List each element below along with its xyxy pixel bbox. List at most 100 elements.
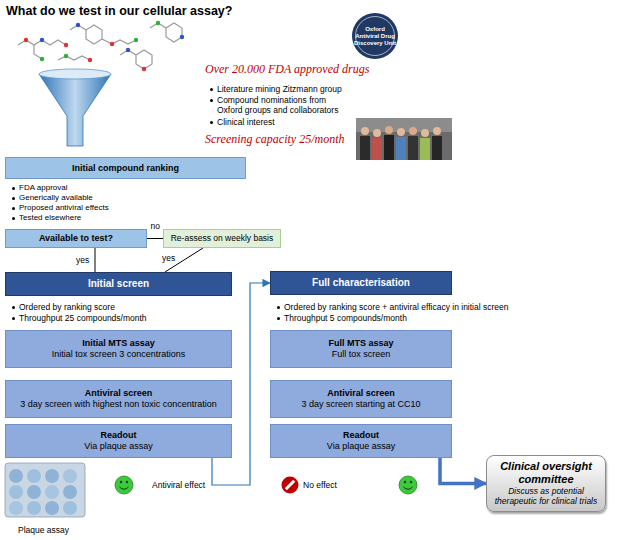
- box-heading: Initial compound ranking: [72, 163, 179, 174]
- art-shape: [180, 35, 184, 39]
- connector: [147, 238, 163, 239]
- label-text: Clinical interest: [217, 117, 275, 127]
- art-shape: [45, 501, 59, 515]
- team-photo: [356, 118, 452, 160]
- bullet-dot: [12, 197, 15, 200]
- art-shape: [356, 118, 452, 160]
- bullet-item: Tested elsewhere: [10, 213, 240, 223]
- ranking-box: Initial compound ranking: [5, 157, 246, 179]
- art-shape: [9, 485, 23, 499]
- smiley-icon: [115, 476, 133, 494]
- art-shape: [63, 501, 77, 515]
- art-shape: [120, 50, 152, 69]
- label-text: Literature mining Zitzmann group: [217, 84, 342, 94]
- art-shape: [64, 54, 68, 58]
- box-heading: Readout: [343, 430, 379, 441]
- bullet-item: Compound nominations from Oxford groups …: [208, 95, 350, 115]
- label-text: FDA approval: [19, 183, 67, 192]
- label-text: Compound nominations from Oxford groups …: [217, 95, 338, 115]
- box-heading: Initial screen: [88, 278, 149, 290]
- label-text: Proposed antiviral effects: [19, 203, 109, 212]
- box-heading: Available to test?: [39, 233, 113, 244]
- committee-box: Clinical oversight committeeDiscuss as p…: [486, 455, 606, 512]
- bullet-dot: [210, 88, 213, 91]
- art-shape: [396, 137, 406, 160]
- art-shape: [110, 42, 114, 46]
- bullet-item: Clinical interest: [208, 117, 350, 127]
- art-shape: [34, 45, 42, 59]
- bullet-item: Throughput 25 compounds/month: [10, 313, 235, 323]
- box-body: 3 day screen with highest non toxic conc…: [20, 399, 217, 410]
- box-body: Via plaque assay: [84, 441, 152, 452]
- status-label: No effect: [303, 480, 383, 490]
- label-text: Screening capacity 25/month: [205, 132, 345, 146]
- label-text: Plaque assay: [18, 525, 69, 535]
- art-shape: [5, 463, 85, 517]
- image-caption: Plaque assay: [18, 525, 98, 535]
- box-body: 3 day screen starting at CC10: [301, 399, 420, 410]
- connector: [440, 458, 486, 483]
- smiley-icon: [399, 476, 417, 494]
- bullet-item: Literature mining Zitzmann group: [208, 84, 350, 94]
- art-shape: [352, 13, 398, 59]
- process-box: Initial MTS assayInitial tox screen 3 co…: [5, 330, 232, 368]
- art-shape: [433, 127, 441, 135]
- process-box: ReadoutVia plaque assay: [270, 424, 452, 458]
- art-shape: [40, 57, 44, 61]
- art-shape: [63, 469, 77, 483]
- reassess-box: Re-assess on weekly basis: [163, 229, 281, 248]
- art-shape: [373, 129, 381, 137]
- no-effect-icon: [282, 477, 299, 494]
- art-shape: [120, 481, 122, 483]
- bullet-item: Generically available: [10, 193, 240, 203]
- art-shape: [58, 56, 90, 60]
- label-text: Throughput 5 compounds/month: [284, 313, 407, 323]
- funnel-icon: [39, 69, 111, 146]
- art-shape: [27, 501, 41, 515]
- bullet-dot: [277, 317, 280, 320]
- art-shape: [9, 501, 23, 515]
- bullet-item: Ordered by ranking score + antiviral eff…: [275, 302, 610, 312]
- art-shape: [27, 485, 41, 499]
- art-shape: [88, 58, 92, 62]
- bullet-dot: [12, 187, 15, 190]
- art-shape: [421, 129, 429, 137]
- bullet-dot: [210, 121, 213, 124]
- bullet-item: Throughput 5 compounds/month: [275, 313, 610, 323]
- art-shape: [397, 128, 405, 136]
- art-shape: [120, 487, 129, 489]
- box-heading: Re-assess on weekly basis: [171, 233, 274, 243]
- box-heading: Clinical oversight committee: [492, 460, 600, 485]
- art-shape: [409, 127, 417, 135]
- box-heading: Full MTS assay: [328, 338, 393, 349]
- art-shape: [115, 476, 133, 494]
- bullet-dot: [210, 99, 213, 102]
- bullet-item: Proposed antiviral effects: [10, 203, 240, 213]
- process-box: ReadoutVia plaque assay: [5, 424, 232, 458]
- art-shape: [150, 23, 182, 42]
- stage-header: Full characterisation: [270, 271, 452, 295]
- art-shape: [64, 43, 68, 47]
- connector-label: no: [150, 221, 161, 231]
- decision-box: Available to test?: [5, 229, 147, 248]
- art-shape: [40, 38, 44, 42]
- art-shape: [361, 127, 369, 135]
- art-shape: [126, 481, 128, 483]
- art-shape: [39, 69, 111, 79]
- connector: [95, 248, 96, 272]
- art-shape: [134, 38, 138, 42]
- label-text: No effect: [303, 480, 337, 490]
- art-shape: [408, 136, 418, 160]
- bullet-dot: [12, 207, 15, 210]
- art-shape: [372, 138, 382, 160]
- art-shape: [9, 469, 23, 483]
- box-heading: Readout: [101, 430, 137, 441]
- label-text: Tested elsewhere: [19, 213, 81, 222]
- label-text: Ordered by ranking score: [19, 302, 115, 312]
- art-shape: [384, 135, 394, 160]
- bullet-item: Ordered by ranking score: [10, 302, 235, 312]
- plaque-plate: [5, 463, 85, 517]
- process-box: Antiviral screen3 day screen with highes…: [5, 380, 232, 418]
- box-heading: Antiviral screen: [85, 388, 153, 399]
